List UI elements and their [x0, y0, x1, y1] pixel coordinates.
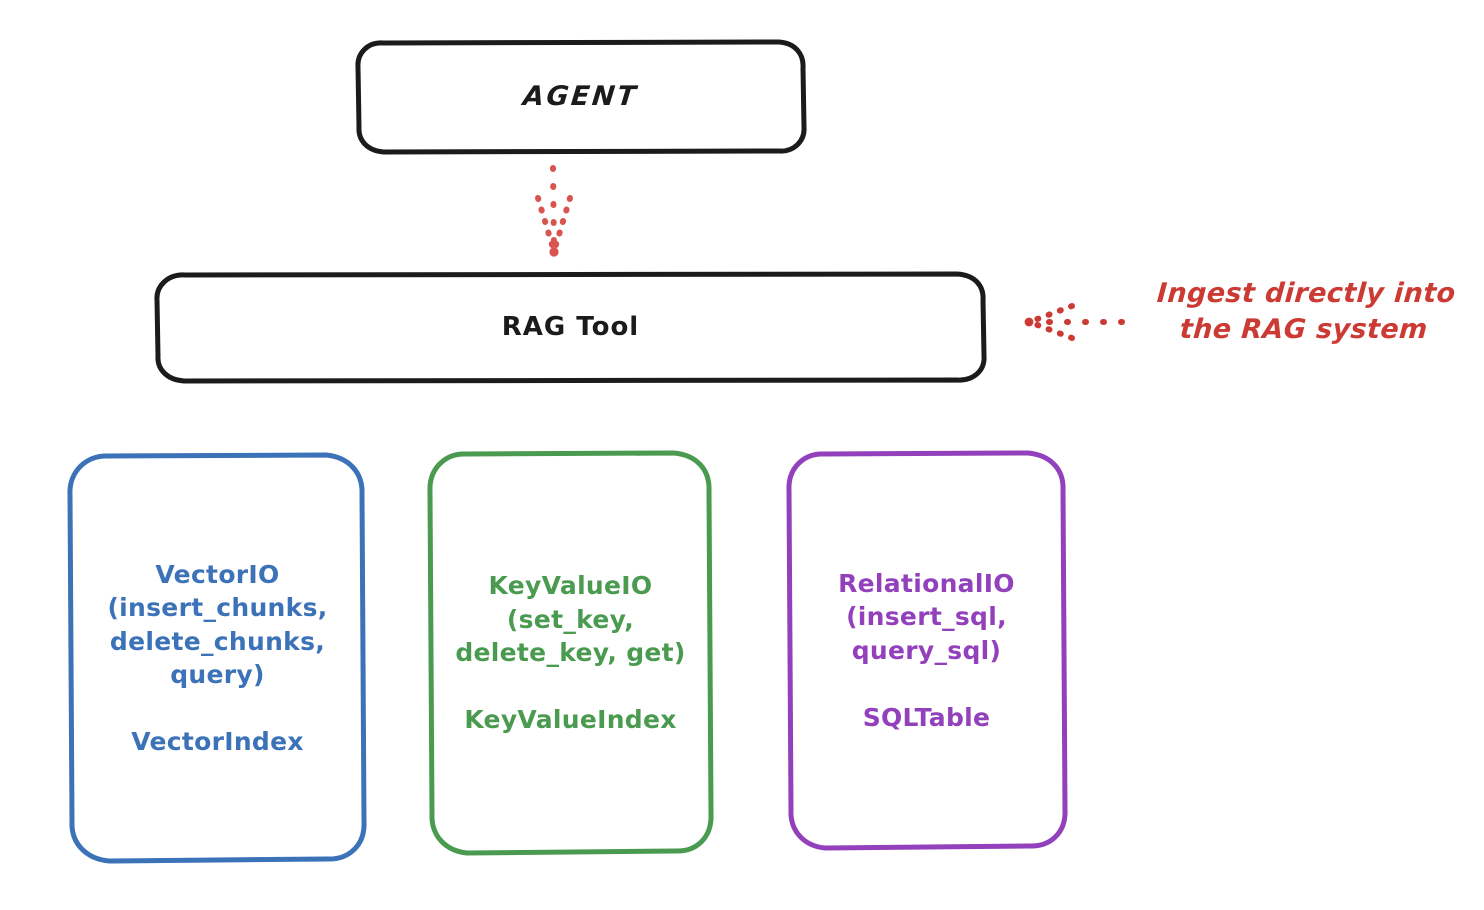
node-relational-io[interactable]: RelationalIO (insert_sql, query_sql) SQL… [786, 450, 1068, 851]
ingest-arrow-connector [1024, 303, 1125, 341]
node-agent[interactable]: AGENT [355, 39, 807, 155]
node-vector-io[interactable]: VectorIO (insert_chunks, delete_chunks, … [67, 452, 367, 864]
relational-io-label: RelationalIO (insert_sql, query_sql) SQL… [838, 568, 1015, 732]
vector-io-label: VectorIO (insert_chunks, delete_chunks, … [107, 559, 328, 757]
node-key-value-io[interactable]: KeyValueIO (set_key, delete_key, get) Ke… [427, 450, 714, 856]
rag-tool-label: RAG Tool [501, 311, 640, 342]
key-value-io-label: KeyValueIO (set_key, delete_key, get) Ke… [455, 571, 686, 735]
ingest-annotation: Ingest directly into the RAG system [1155, 278, 1457, 346]
node-rag-tool[interactable]: RAG Tool [154, 271, 987, 384]
agent-to-rag-connector [535, 165, 573, 257]
agent-label: AGENT [521, 80, 641, 112]
